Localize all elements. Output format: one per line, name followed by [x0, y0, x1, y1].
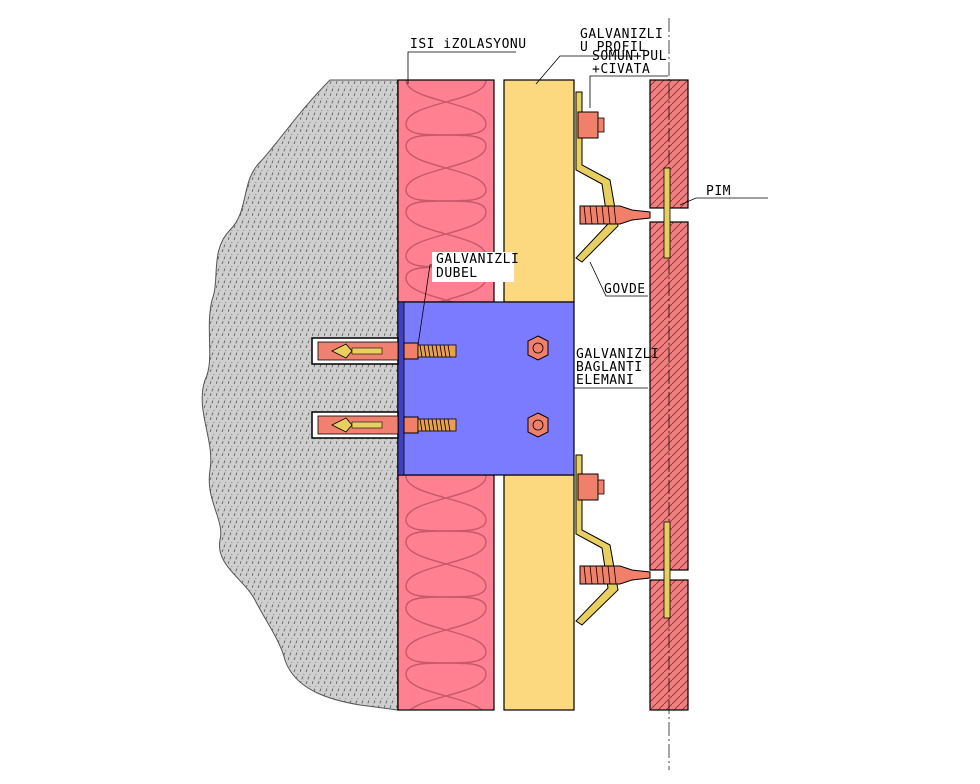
svg-text:+CIVATA: +CIVATA	[592, 62, 650, 77]
label-nut-washer-bolt: SOMUN+PUL +CIVATA	[592, 49, 667, 77]
svg-text:GALVANIZLI: GALVANIZLI	[580, 27, 663, 42]
svg-text:ISI iZOLASYONU: ISI iZOLASYONU	[410, 37, 527, 52]
svg-text:ELEMANI: ELEMANI	[576, 373, 634, 388]
label-dowel: GALVANIZLI DUBEL	[432, 252, 519, 282]
svg-text:DUBEL: DUBEL	[436, 266, 478, 281]
svg-text:GOVDE: GOVDE	[604, 282, 646, 297]
u-profile-lower	[503, 474, 575, 711]
bracket-wall-plate	[397, 301, 405, 476]
label-body: GOVDE	[604, 282, 646, 297]
label-u-profile: GALVANIZLI U PROFIL	[580, 27, 663, 55]
dowel-lower	[311, 411, 457, 439]
svg-text:PIM: PIM	[706, 184, 731, 199]
hanger-upper	[575, 91, 671, 263]
svg-text:GALVANIZLI: GALVANIZLI	[576, 347, 659, 362]
insulation-lower	[397, 474, 495, 711]
connection-bracket	[397, 301, 575, 476]
u-profile-upper	[503, 79, 575, 303]
leader-lines	[407, 51, 768, 389]
svg-text:SOMUN+PUL: SOMUN+PUL	[592, 49, 667, 64]
label-connection-element: GALVANIZLI BAGLANTI ELEMANI	[576, 347, 659, 388]
label-insulation: ISI iZOLASYONU	[410, 37, 527, 52]
bracket-bolt-upper	[527, 335, 549, 361]
dowel-upper	[311, 337, 457, 365]
bracket-bolt-lower	[527, 412, 549, 438]
svg-text:BAGLANTI: BAGLANTI	[576, 360, 643, 375]
svg-text:GALVANIZLI: GALVANIZLI	[436, 252, 519, 267]
svg-text:U PROFIL: U PROFIL	[580, 40, 647, 55]
label-pin: PIM	[706, 184, 731, 199]
concrete-wall	[201, 79, 399, 711]
hanger-lower	[575, 454, 671, 626]
